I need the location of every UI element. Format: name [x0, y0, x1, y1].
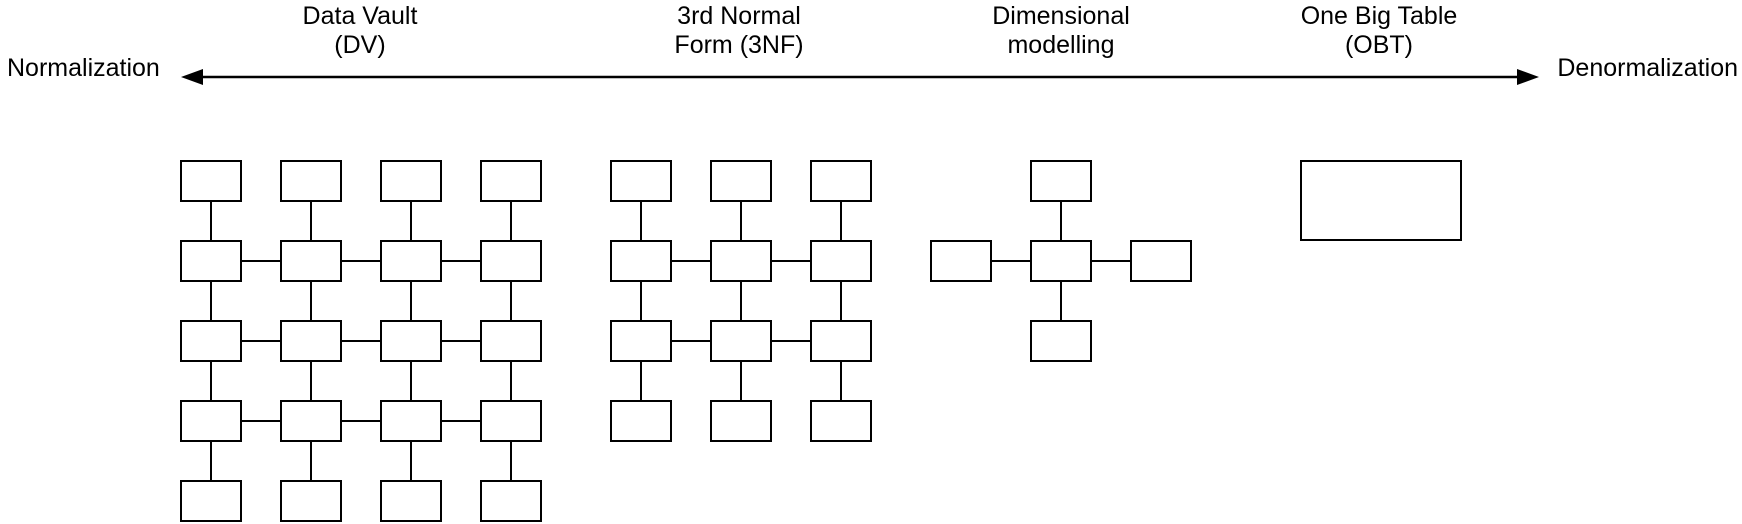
schema-box — [1030, 160, 1092, 202]
schema-box — [1130, 240, 1192, 282]
schema-box — [280, 480, 342, 522]
label-line-1: 3rd Normal — [677, 2, 801, 30]
one-big-table — [1300, 160, 1462, 241]
normalization-label: Normalization — [7, 54, 160, 82]
schema-box — [480, 480, 542, 522]
schema-box — [1300, 160, 1462, 241]
label-line-2: Form (3NF) — [674, 31, 804, 59]
schema-box — [710, 240, 772, 282]
label-line-2: (OBT) — [1344, 31, 1414, 59]
schema-box — [1030, 320, 1092, 362]
label-one-big-table: One Big Table (OBT) — [1301, 2, 1458, 60]
schema-box — [810, 320, 872, 362]
label-line-2: (DV) — [334, 31, 386, 59]
schema-box — [480, 400, 542, 442]
label-line-1: Dimensional — [992, 2, 1130, 30]
arrowhead-left-icon — [181, 69, 203, 85]
schema-box — [480, 240, 542, 282]
schema-box — [480, 320, 542, 362]
schema-box — [610, 240, 672, 282]
label-line-1: Data Vault — [302, 2, 418, 30]
schema-box — [380, 480, 442, 522]
schema-box — [930, 240, 992, 282]
schema-box — [380, 320, 442, 362]
third-normal-form-schema — [610, 160, 872, 442]
schema-box — [380, 400, 442, 442]
schema-box — [380, 160, 442, 202]
schema-box — [180, 240, 242, 282]
schema-box — [810, 240, 872, 282]
label-line-1: One Big Table — [1300, 2, 1458, 30]
schema-box — [710, 400, 772, 442]
schema-box — [280, 320, 342, 362]
denormalization-label: Denormalization — [1557, 54, 1738, 82]
schema-box — [280, 160, 342, 202]
schema-box — [280, 240, 342, 282]
schema-box — [180, 160, 242, 202]
label-3nf: 3rd Normal Form (3NF) — [674, 2, 803, 60]
schema-box — [380, 240, 442, 282]
schema-box — [180, 320, 242, 362]
schema-box — [810, 400, 872, 442]
schema-box — [810, 160, 872, 202]
schema-box — [710, 160, 772, 202]
schema-box — [280, 400, 342, 442]
data-vault-schema — [180, 160, 542, 522]
label-data-vault: Data Vault (DV) — [303, 2, 418, 60]
schema-box — [180, 480, 242, 522]
schema-box — [1030, 240, 1092, 282]
schema-box — [610, 320, 672, 362]
label-dimensional-modelling: Dimensional modelling — [992, 2, 1130, 60]
dimensional-star-schema — [930, 160, 1192, 362]
schema-box — [610, 160, 672, 202]
schema-box — [610, 400, 672, 442]
schema-box — [710, 320, 772, 362]
schema-box — [180, 400, 242, 442]
schema-box — [480, 160, 542, 202]
label-line-2: modelling — [1007, 31, 1115, 59]
arrowhead-right-icon — [1517, 69, 1539, 85]
